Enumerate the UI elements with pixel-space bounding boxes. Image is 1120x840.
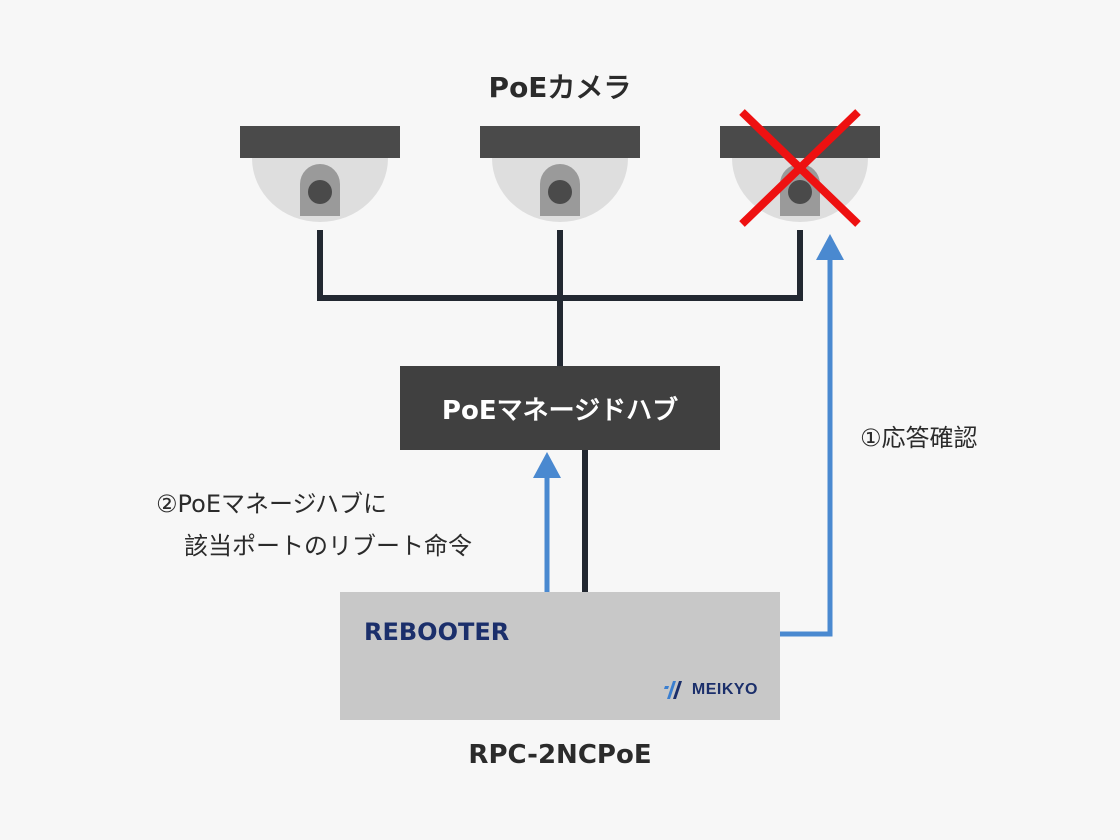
dome-camera-icon bbox=[480, 126, 640, 222]
dome-camera-icon bbox=[720, 126, 880, 222]
poe-managed-hub: PoEマネージドハブ bbox=[400, 366, 720, 450]
camera-group-title: PoEカメラ bbox=[488, 71, 632, 104]
reboot-command-arrow bbox=[533, 452, 561, 592]
model-label: RPC-2NCPoE bbox=[468, 740, 652, 770]
failure-x-icon bbox=[739, 109, 861, 227]
logo-text: MEIKYO bbox=[691, 681, 758, 698]
reboot-command-note-line1: ②PoEマネージハブに bbox=[156, 490, 388, 518]
response-check-arrow bbox=[780, 234, 844, 637]
rebooter-device: REBOOTER MEIKYO bbox=[340, 592, 780, 720]
network-lines bbox=[317, 230, 803, 592]
meikyo-logo-icon bbox=[663, 681, 682, 699]
brand-logo: MEIKYO bbox=[663, 680, 758, 700]
hub-label: PoEマネージドハブ bbox=[441, 395, 679, 426]
device-label: REBOOTER bbox=[364, 618, 510, 646]
reboot-command-note-line2: 該当ポートのリブート命令 bbox=[184, 532, 472, 560]
response-check-note: ①応答確認 bbox=[860, 424, 978, 452]
dome-camera-icon bbox=[240, 126, 400, 222]
